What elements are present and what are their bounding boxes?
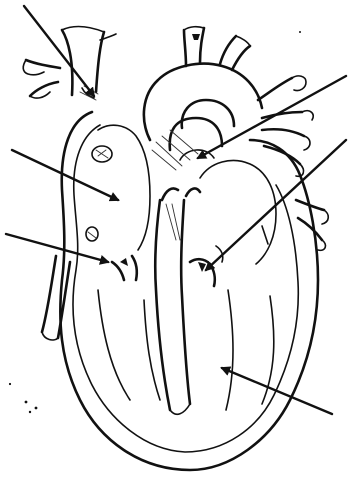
right-ventricle: [98, 290, 160, 400]
pulmonary-trunk: [152, 118, 222, 170]
arrow-right-atrium: [12, 150, 118, 200]
mitral-valve: [190, 246, 223, 286]
left-ventricle: [226, 290, 274, 410]
arrow-left-ventricle: [222, 368, 332, 414]
arrow-pulmonary-valve: [206, 140, 346, 270]
left-atrium: [200, 160, 276, 264]
heart-outline: [60, 112, 318, 470]
tricuspid-valve: [112, 256, 137, 280]
aortic-arch: [144, 27, 262, 140]
septum: [155, 200, 190, 414]
left-pulmonary-vessels: [23, 60, 60, 98]
right-atrium: [86, 125, 150, 250]
inferior-vena-cava: [42, 256, 70, 340]
